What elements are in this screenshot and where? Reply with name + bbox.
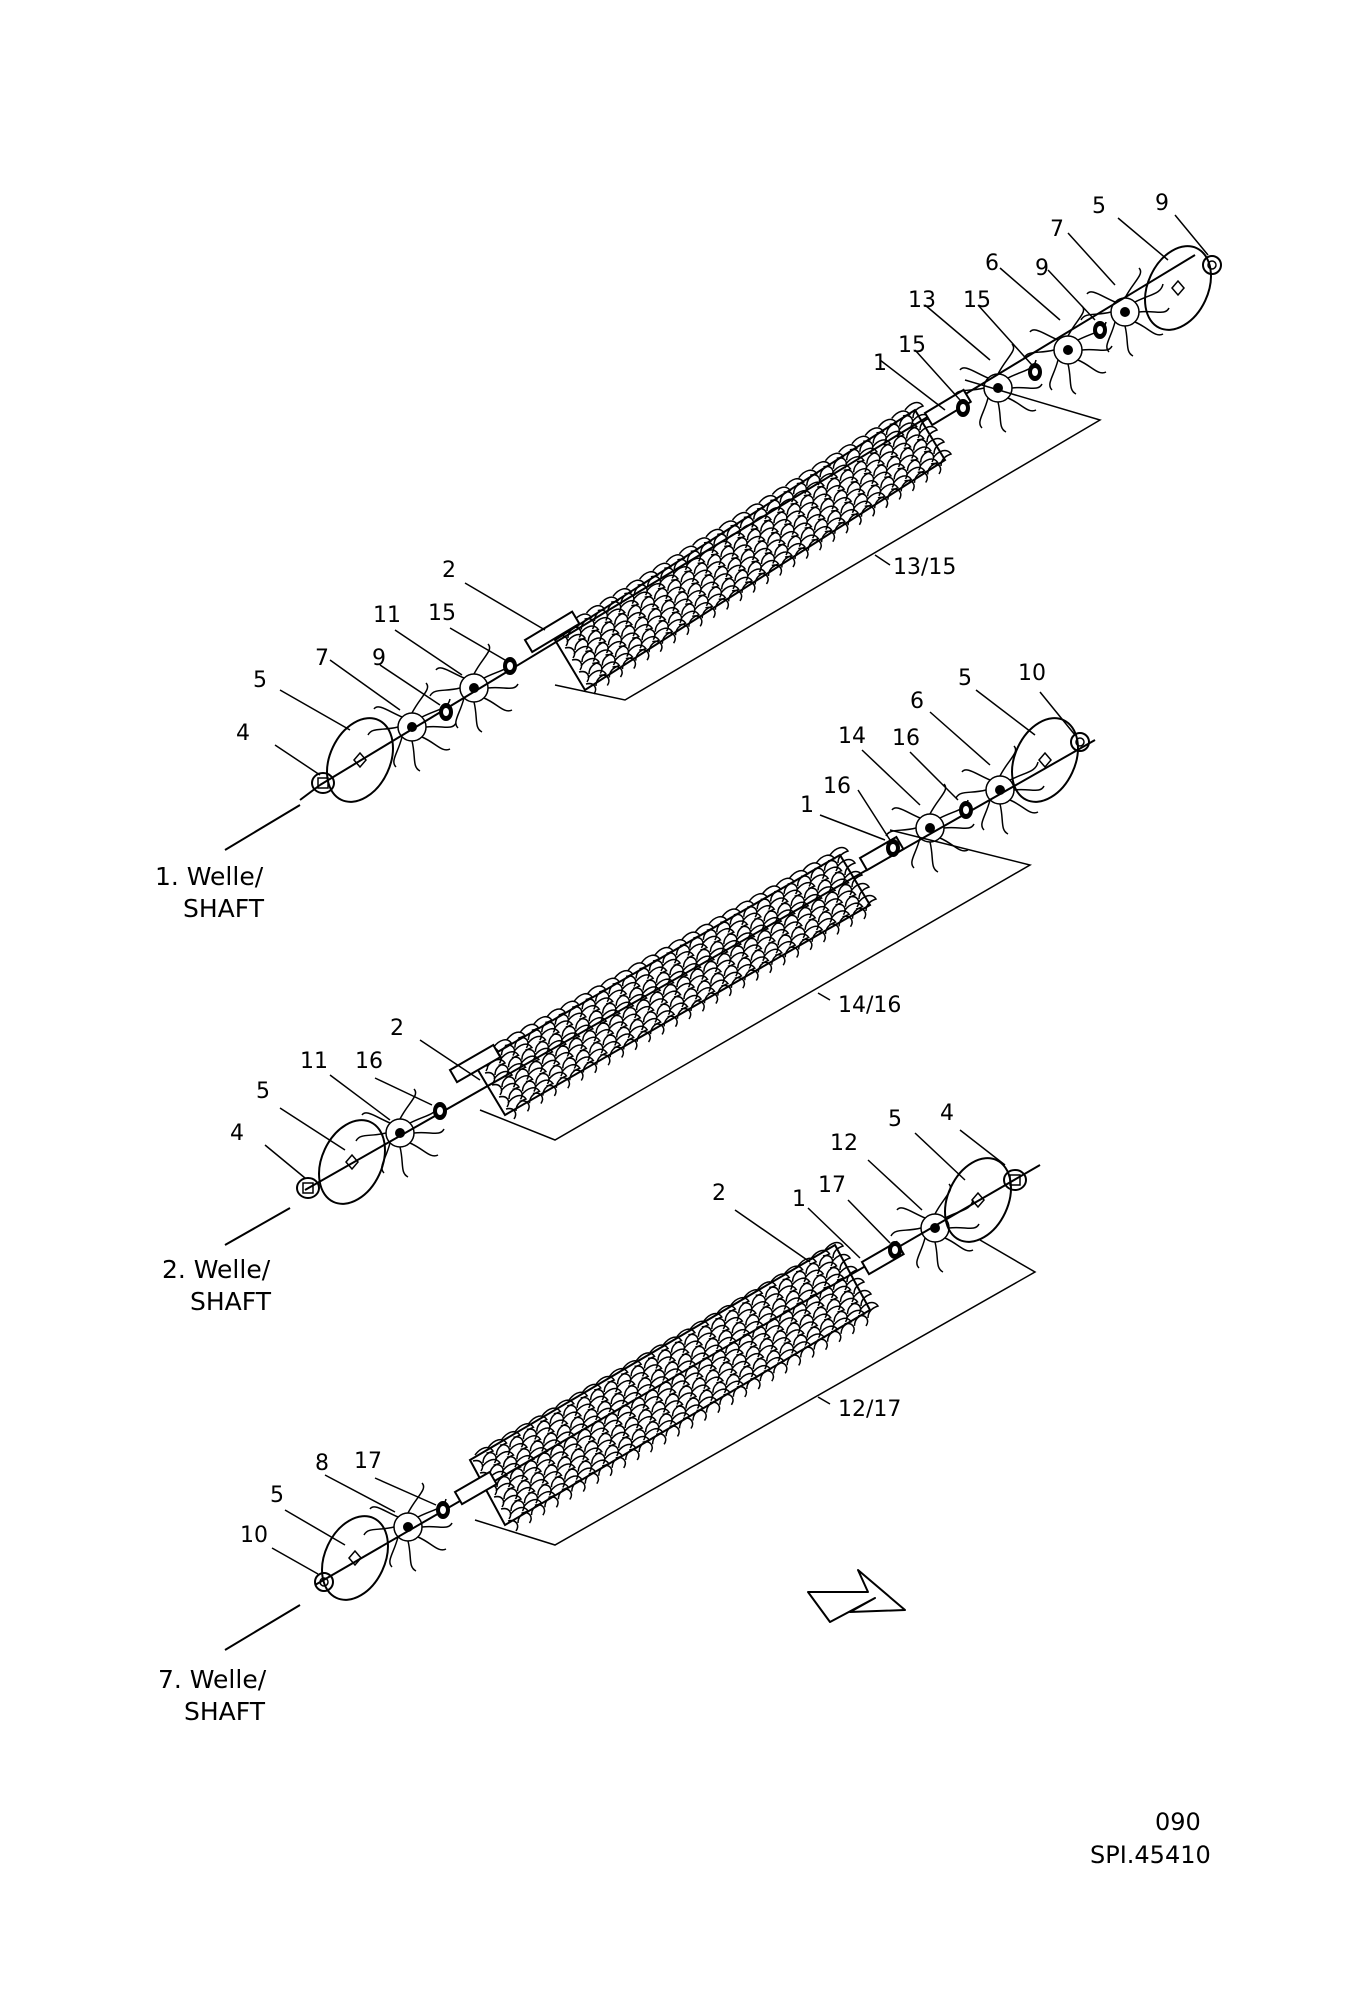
callout-12: 12 bbox=[830, 1131, 858, 1156]
direction-arrow-icon bbox=[807, 1569, 906, 1623]
callout-2: 2 bbox=[442, 558, 456, 583]
callout-9: 9 bbox=[372, 646, 386, 671]
callout-5: 5 bbox=[256, 1079, 270, 1104]
shaft-1-roller bbox=[553, 401, 952, 695]
shaft-2-caption-line2: SHAFT bbox=[190, 1287, 272, 1316]
callout-1: 1 bbox=[792, 1187, 806, 1212]
callout-16: 16 bbox=[355, 1049, 383, 1074]
callout-7: 7 bbox=[315, 646, 329, 671]
callout-1: 1 bbox=[873, 351, 887, 376]
shaft-1-assembly: 4 5 7 9 11 15 2 1 15 13 15 6 9 7 5 9 13/… bbox=[155, 191, 1225, 923]
shaft-1-callouts: 4 5 7 9 11 15 2 1 15 13 15 6 9 7 5 9 13/… bbox=[236, 191, 1169, 746]
shaft-7-assembly: 10 5 8 17 2 1 17 12 5 4 12/17 7. Welle/ … bbox=[158, 1101, 1041, 1726]
shaft-2-assembly: 4 5 11 16 2 1 16 14 16 6 5 10 14/16 2. W… bbox=[162, 661, 1096, 1316]
callout-17b: 17 bbox=[818, 1173, 846, 1198]
shaft-2-caption-line1: 2. Welle/ bbox=[162, 1255, 271, 1284]
callout-7b: 7 bbox=[1050, 217, 1064, 242]
group-label: 14/16 bbox=[838, 993, 901, 1018]
callout-5b: 5 bbox=[888, 1107, 902, 1132]
callout-9b: 9 bbox=[1035, 256, 1049, 281]
shaft-2-roller bbox=[473, 846, 877, 1120]
callout-1: 1 bbox=[800, 793, 814, 818]
callout-16c: 16 bbox=[892, 726, 920, 751]
callout-17: 17 bbox=[354, 1449, 382, 1474]
callout-4: 4 bbox=[230, 1121, 244, 1146]
callout-10: 10 bbox=[1018, 661, 1046, 686]
callout-2: 2 bbox=[712, 1181, 726, 1206]
callout-9c: 9 bbox=[1155, 191, 1169, 216]
shaft-7-roller bbox=[468, 1241, 879, 1532]
callout-13: 13 bbox=[908, 288, 936, 313]
shaft-7-caption-line1: 7. Welle/ bbox=[158, 1665, 267, 1694]
callout-10: 10 bbox=[240, 1523, 268, 1548]
shaft-2-callouts: 4 5 11 16 2 1 16 14 16 6 5 10 14/16 bbox=[230, 661, 1046, 1146]
shaft-7-caption-line2: SHAFT bbox=[184, 1697, 266, 1726]
shaft-1-caption-line1: 1. Welle/ bbox=[155, 862, 264, 891]
callout-15c: 15 bbox=[963, 288, 991, 313]
callout-6: 6 bbox=[985, 251, 999, 276]
callout-15: 15 bbox=[428, 601, 456, 626]
callout-11: 11 bbox=[373, 603, 401, 628]
callout-8: 8 bbox=[315, 1451, 329, 1476]
page-number: 090 bbox=[1155, 1808, 1201, 1836]
callout-16b: 16 bbox=[823, 774, 851, 799]
callout-11: 11 bbox=[300, 1049, 328, 1074]
callout-14: 14 bbox=[838, 724, 866, 749]
drawing-code: SPI.45410 bbox=[1090, 1841, 1211, 1869]
group-label: 13/15 bbox=[893, 555, 956, 580]
callout-2: 2 bbox=[390, 1016, 404, 1041]
callout-5: 5 bbox=[253, 668, 267, 693]
callout-5b: 5 bbox=[958, 666, 972, 691]
group-label: 12/17 bbox=[838, 1397, 901, 1422]
shaft-1-caption-line2: SHAFT bbox=[183, 894, 265, 923]
callout-4: 4 bbox=[940, 1101, 954, 1126]
callout-5: 5 bbox=[270, 1483, 284, 1508]
callout-4: 4 bbox=[236, 721, 250, 746]
callout-5b: 5 bbox=[1092, 194, 1106, 219]
shaft-7-callouts: 10 5 8 17 2 1 17 12 5 4 12/17 bbox=[240, 1101, 954, 1548]
callout-6: 6 bbox=[910, 689, 924, 714]
callout-15b: 15 bbox=[898, 333, 926, 358]
